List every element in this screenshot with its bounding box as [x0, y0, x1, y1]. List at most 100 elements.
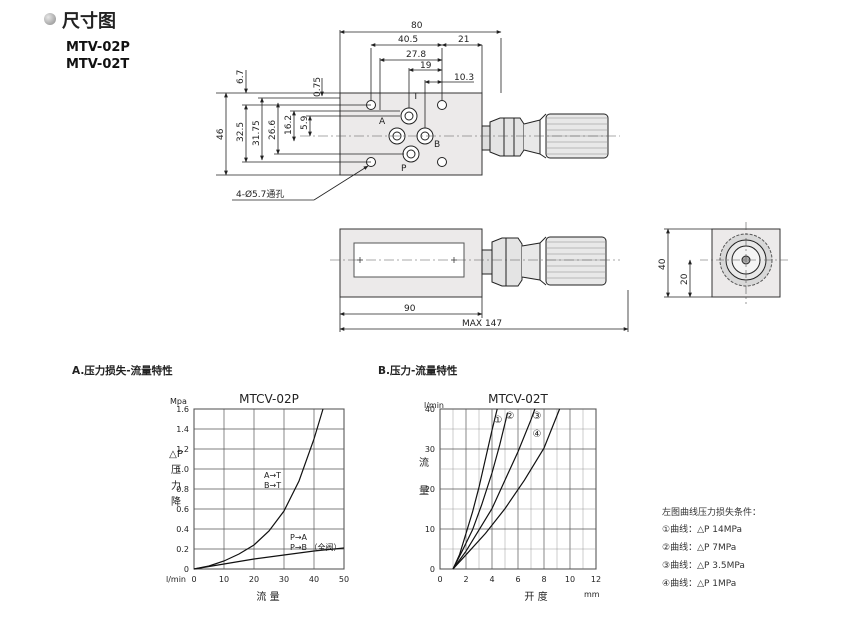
x-tick-label: 20 — [249, 575, 259, 584]
series-line — [193, 547, 345, 570]
y-axis-label: 流 — [419, 456, 429, 469]
chart-title: MTCV-02T — [488, 392, 548, 406]
legend-item: ②曲线：△P 7MPa — [662, 543, 737, 553]
x-tick-label: 0 — [191, 575, 196, 584]
end-dimensions — [664, 228, 712, 298]
series-label: P→A — [290, 533, 308, 542]
x-tick-label: 0 — [437, 575, 442, 584]
legend-item: ①曲线：△P 14MPa — [662, 525, 743, 535]
end-view — [700, 222, 790, 304]
y-tick-label: 10 — [425, 525, 435, 534]
dim-label: 10.3 — [454, 73, 474, 83]
x-axis-unit: mm — [584, 590, 600, 599]
y-axis-unit: Mpa — [170, 397, 187, 406]
port-label: A — [379, 117, 386, 127]
y-tick-label: 1.2 — [176, 445, 189, 454]
hole-note: 4-Ø5.7通孔 — [236, 189, 284, 200]
dim-label: 16.2 — [284, 115, 294, 135]
y-axis-label: 力 — [171, 479, 181, 492]
series-label: B→T — [264, 481, 281, 490]
dim-label: 20 — [680, 273, 690, 285]
left-dimension-labels: 6.7 0.75 46 32.5 31.75 26.6 16.2 5.9 — [216, 70, 323, 146]
series-line — [193, 408, 324, 570]
dim-label: 90 — [404, 304, 416, 314]
dim-label: 0.75 — [313, 77, 323, 97]
legend-title: 左图曲线压力损失条件： — [662, 508, 762, 518]
port-labels: T A B P — [379, 92, 440, 174]
y-axis-unit: l/min — [424, 401, 444, 410]
series-label: ② — [506, 411, 515, 422]
y-tick-label: 40 — [425, 405, 435, 414]
dim-label: MAX 147 — [462, 319, 502, 329]
chart-title: MTCV-02P — [239, 392, 299, 406]
page-title: 尺寸图 — [62, 11, 116, 32]
y-tick-label: 1.6 — [176, 405, 189, 414]
section-title-b: B.压力-流量特性 — [378, 365, 458, 377]
legend-item: ③曲线：△P 3.5MPa — [662, 561, 745, 571]
section-title-a: A.压力损失-流量特性 — [72, 365, 173, 377]
top-view — [300, 92, 620, 176]
x-tick-label: 12 — [591, 575, 601, 584]
series-label: A→T — [264, 471, 281, 480]
side-dimensions — [339, 290, 629, 332]
port-label: B — [434, 140, 440, 150]
x-tick-label: 10 — [565, 575, 575, 584]
x-axis-label: 开 度 — [524, 590, 547, 603]
y-axis-label: 降 — [171, 495, 181, 508]
y-tick-label: 0.2 — [176, 545, 189, 554]
x-axis-label: 流 量 — [256, 590, 279, 603]
top-dimension-labels: 80 40.5 21 27.8 19 10.3 — [398, 21, 474, 83]
x-tick-label: 10 — [219, 575, 229, 584]
dim-label: 5.9 — [300, 115, 310, 130]
side-view — [330, 228, 620, 298]
y-axis-label: 量 — [419, 485, 429, 497]
y-axis-label: △P — [169, 449, 183, 460]
dim-label: 80 — [411, 21, 423, 31]
dim-label: 6.7 — [236, 70, 246, 84]
series-line — [452, 408, 536, 570]
y-tick-label: 1.0 — [176, 465, 189, 474]
y-tick-label: 20 — [425, 485, 435, 494]
y-tick-label: 0 — [430, 565, 435, 574]
dim-label: 19 — [420, 61, 432, 71]
port-label: T — [412, 92, 419, 102]
x-tick-label: 30 — [279, 575, 289, 584]
series-line — [452, 412, 509, 570]
left-dimensions — [216, 70, 404, 176]
series-label: ④ — [533, 429, 542, 440]
top-dimensions — [339, 30, 502, 128]
series-label: ① — [494, 415, 503, 426]
port-label: P — [401, 164, 407, 174]
series-label: ③ — [533, 411, 542, 422]
series-line — [452, 408, 498, 570]
x-tick-label: 50 — [339, 575, 349, 584]
x-axis-unit: l/min — [166, 575, 186, 584]
y-tick-label: 0.4 — [176, 525, 189, 534]
legend-item: ④曲线：△P 1MPa — [662, 579, 737, 589]
model-name: MTV-02P — [66, 40, 130, 55]
y-tick-label: 0 — [184, 565, 189, 574]
x-tick-label: 6 — [515, 575, 520, 584]
dim-label: 21 — [458, 35, 469, 45]
dim-label: 32.5 — [236, 122, 246, 142]
dim-label: 40.5 — [398, 35, 418, 45]
y-tick-label: 1.4 — [176, 425, 189, 434]
dim-label: 31.75 — [252, 120, 262, 146]
x-tick-label: 8 — [541, 575, 546, 584]
dim-label: 40 — [658, 258, 668, 270]
x-tick-label: 4 — [489, 575, 494, 584]
series-line — [452, 408, 561, 570]
x-tick-label: 2 — [463, 575, 468, 584]
model-name: MTV-02T — [66, 57, 130, 72]
series-label: P→B （全阀） — [290, 542, 342, 552]
x-tick-label: 40 — [309, 575, 319, 584]
y-axis-label: 压 — [171, 464, 181, 476]
y-tick-label: 0.8 — [176, 485, 189, 494]
y-tick-label: 30 — [425, 445, 435, 454]
bullet-icon — [44, 13, 56, 25]
y-tick-label: 0.6 — [176, 505, 189, 514]
dim-label: 26.6 — [268, 120, 278, 140]
